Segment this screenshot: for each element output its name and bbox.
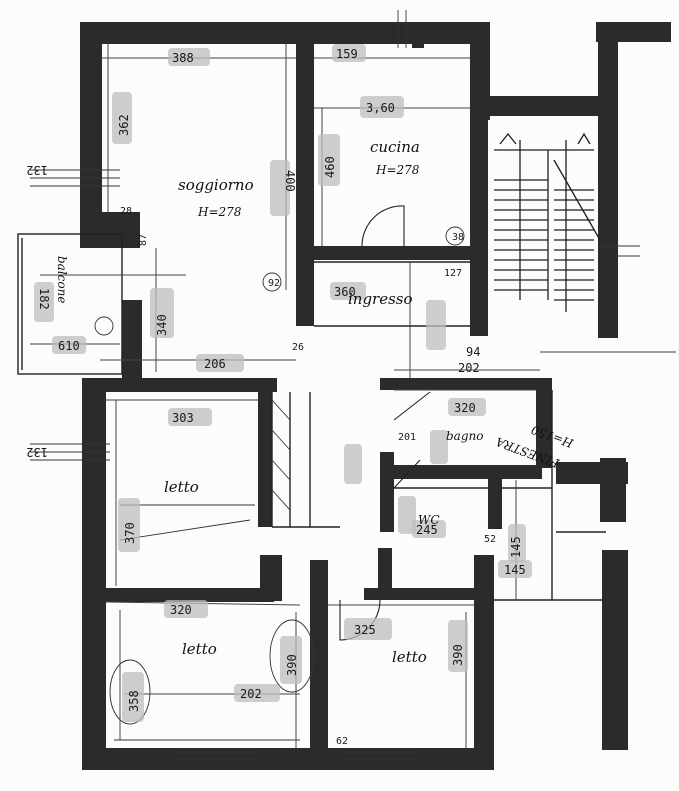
wall-balcone-side [122,300,142,384]
door-swing-wc [393,459,421,489]
dim-wc-w: 245 [416,523,438,537]
dim-stub-26: 26 [292,342,304,353]
dim-cucina-side: 460 [323,156,337,178]
dim-top-soggiorno: 388 [172,51,194,65]
wall-soggiorno-cucina [296,44,314,326]
wall-stair-right [598,22,618,338]
dim-corridor-h: 127 [444,268,462,279]
door-swing-bagno [393,391,431,421]
dim-right-top: 202 [458,361,480,375]
dim-letto1-h: 370 [123,522,137,544]
wall-right-lower-strip [556,462,628,484]
balcone-outline [17,233,123,375]
wall-letto3-top [364,588,490,600]
wall-stair-top [488,96,608,116]
room-height-soggiorno: H=278 [197,205,242,219]
dim-bagno-w: 320 [454,401,476,415]
room-label-letto-2: letto [182,640,217,658]
dim-soggiorno-mid: 340 [155,314,169,336]
dim-balcone-h: 182 [37,288,51,310]
room-label-wc: WC [418,513,440,527]
dim-ingresso-w: 360 [334,285,356,299]
dim-stub-92: 92 [268,278,280,289]
wall-balcone-upper [80,212,140,248]
wall-letto1-bottom-stub [260,555,282,601]
room-label-ingresso: ingresso [348,290,413,308]
dim-letto3-side: 390 [451,644,465,666]
dim-wc-side: 145 [509,536,523,558]
dim-corridor-w: 206 [204,357,226,371]
wall-cucina-bottom [314,246,470,260]
dim-balcone-w: 610 [58,339,80,353]
dim-right-side: 145 [504,563,526,577]
dim-right-top-b: 94 [466,345,480,359]
room-label-cucina: cucina [370,138,420,156]
dim-stub-28: 28 [120,206,132,217]
wall-corridor-stub [378,548,392,588]
room-label-letto-3: letto [392,648,427,666]
doors [94,205,465,725]
wall-wc-left [380,452,394,532]
room-height-cucina: H=278 [375,163,420,177]
room-label-letto-1: letto [164,478,199,496]
dim-left-outer: 132 [26,163,48,177]
dim-stub-52: 52 [484,534,496,545]
dim-stub-87: 87 [138,234,149,246]
wall-letto1-right [258,392,272,527]
wall-wc-right [488,465,502,529]
wall-top [80,22,490,44]
dim-letto1-w: 303 [172,411,194,425]
letto3-circle [269,619,315,693]
wall-bagno-right [536,384,552,468]
dim-letto2-h: 358 [127,690,141,712]
room-label-soggiorno: soggiorno [178,176,254,194]
wall-letto1-letto2 [106,588,274,602]
wall-right-lower [474,555,494,770]
wall-letto2-letto3 [310,560,328,770]
dim-letto2-w: 320 [170,603,192,617]
dim-stub-62: 62 [336,736,348,747]
room-label-bagno: bagno [446,429,483,443]
wall-cucina-right [470,22,490,120]
letto2-circle [109,659,151,725]
wall-right-far [602,550,628,750]
dim-stub-201: 201 [398,432,416,443]
room-label-balcone: balcone [55,256,69,303]
dim-letto2-side: 390 [285,654,299,676]
stairwell [494,132,640,312]
dim-soggiorno-side: 400 [283,170,297,192]
walls [80,22,671,770]
marker-highlights [34,44,532,722]
wall-stair-left [470,118,488,336]
wall-pier-top [412,22,424,48]
door-swing-cucina [361,205,405,247]
wall-bottom [82,748,494,770]
dim-stub-38: 38 [452,232,464,243]
wall-left-lower [82,378,106,768]
dim-letto2-bottom: 202 [240,687,262,701]
dim-left-soggiorno: 362 [117,114,131,136]
wall-left-upper [80,22,102,232]
dim-letto3-w: 325 [354,623,376,637]
room-area-cucina: 3,60 [366,101,395,115]
wall-mid-horizontal-right [380,378,552,390]
dim-top-cucina: 159 [336,47,358,61]
wall-top-right [596,22,671,42]
dim-left-lower: 132 [26,445,48,459]
wall-mid-horizontal [82,378,277,392]
dimension-labels: 388 159 362 400 460 132 610 182 340 360 … [26,47,525,747]
